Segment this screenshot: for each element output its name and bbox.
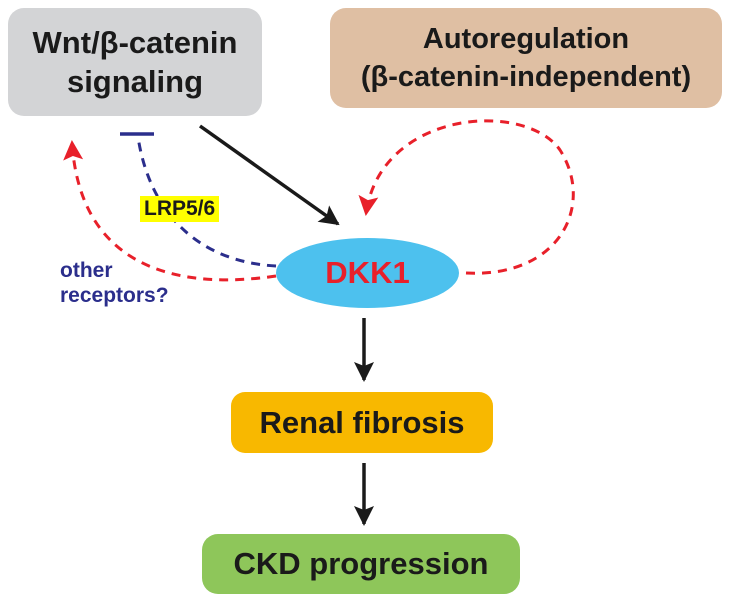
autoregulation-line1: Autoregulation	[422, 23, 630, 55]
other-receptors-line1: other	[60, 259, 113, 282]
autoregulation-line2: (β-catenin-independent)	[360, 61, 692, 93]
renal-fibrosis-node: Renal fibrosis	[231, 392, 493, 453]
other-receptors-label: other receptors?	[60, 258, 169, 308]
dkk1-inhibits-wnt-blue-line	[136, 136, 277, 268]
lrp-receptor-label: LRP5/6	[140, 196, 220, 222]
dkk1-node: DKK1	[276, 238, 459, 308]
dkk1-label: DKK1	[325, 255, 410, 290]
wnt-signaling-node: Wnt/β-catenin signaling	[8, 8, 262, 116]
wnt-to-dkk1-arrow	[198, 124, 340, 226]
autoregulation-loop-arrow	[358, 119, 575, 275]
ckd-progression-node: CKD progression	[202, 534, 520, 594]
wnt-node-line2: signaling	[66, 64, 204, 99]
renal-fibrosis-label: Renal fibrosis	[259, 404, 465, 440]
other-receptors-line2: receptors?	[60, 284, 169, 307]
dkk1-to-wnt-red-arrow	[63, 140, 277, 282]
autoregulation-node: Autoregulation (β-catenin-independent)	[330, 8, 722, 108]
ckd-progression-label: CKD progression	[233, 546, 489, 581]
wnt-node-line1: Wnt/β-catenin	[32, 25, 238, 60]
